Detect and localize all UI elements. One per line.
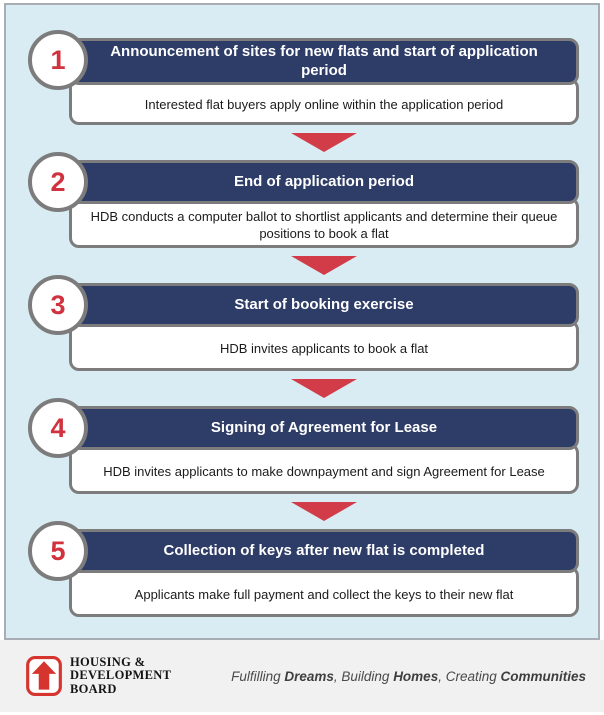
hdb-arrow-icon <box>26 656 62 696</box>
step-description-box: HDB invites applicants to book a flat <box>69 320 579 371</box>
tagline-bold-dreams: Dreams <box>284 668 334 684</box>
down-arrow-icon <box>291 502 357 521</box>
hdb-logo-text: HOUSING & DEVELOPMENT BOARD <box>70 654 172 697</box>
footer-tagline: Fulfilling Dreams, Building Homes, Creat… <box>231 669 586 684</box>
step-number: 1 <box>50 44 66 75</box>
tagline-bold-homes: Homes <box>393 668 439 684</box>
footer: HOUSING & DEVELOPMENT BOARD Fulfilling D… <box>0 640 604 712</box>
step-title: Signing of Agreement for Lease <box>210 418 438 436</box>
step-number: 4 <box>50 412 66 443</box>
down-arrow-icon <box>291 379 357 398</box>
step-title-bar: Start of booking exercise <box>69 283 579 327</box>
step-description: Interested flat buyers apply online with… <box>144 96 504 112</box>
step-number: 3 <box>50 289 66 320</box>
step-title-bar: Announcement of sites for new flats and … <box>69 38 579 85</box>
step-number-badge: 3 <box>28 275 88 335</box>
step-title-bar: Signing of Agreement for Lease <box>69 406 579 450</box>
step-description: HDB invites applicants to make downpayme… <box>103 463 545 479</box>
step-description: HDB invites applicants to book a flat <box>219 340 429 356</box>
logo-line-2: DEVELOPMENT <box>70 668 172 683</box>
step-number-badge: 4 <box>28 398 88 458</box>
tagline-text: , Creating <box>438 668 501 684</box>
connector <box>69 248 579 283</box>
step-description-box: HDB invites applicants to make downpayme… <box>69 443 579 494</box>
step-description-box: Interested flat buyers apply online with… <box>69 78 579 125</box>
step-description-box: Applicants make full payment and collect… <box>69 566 579 617</box>
down-arrow-icon <box>291 256 357 275</box>
step-number-badge: 2 <box>28 152 88 212</box>
step-title: End of application period <box>234 172 414 190</box>
step-number-badge: 1 <box>28 30 88 90</box>
process-step-2: End of application period HDB conducts a… <box>28 152 579 248</box>
step-title-bar: End of application period <box>69 160 579 204</box>
connector <box>69 494 579 529</box>
process-diagram-panel: Announcement of sites for new flats and … <box>4 3 600 640</box>
process-step-4: Signing of Agreement for Lease HDB invit… <box>28 398 579 494</box>
step-description: HDB conducts a computer ballot to shortl… <box>90 209 558 241</box>
step-title-bar: Collection of keys after new flat is com… <box>69 529 579 573</box>
tagline-text: , Building <box>333 668 394 684</box>
hdb-logo: HOUSING & DEVELOPMENT BOARD <box>26 654 172 697</box>
logo-line-1: HOUSING & <box>70 654 146 669</box>
step-number-badge: 5 <box>28 521 88 581</box>
connector <box>69 125 579 160</box>
process-step-1: Announcement of sites for new flats and … <box>28 30 579 125</box>
step-number: 2 <box>50 166 66 197</box>
down-arrow-icon <box>291 133 357 152</box>
tagline-text: Fulfilling <box>231 668 285 684</box>
step-number: 5 <box>50 535 66 566</box>
process-step-3: Start of booking exercise HDB invites ap… <box>28 275 579 371</box>
process-step-5: Collection of keys after new flat is com… <box>28 521 579 617</box>
logo-line-3: BOARD <box>70 681 117 696</box>
tagline-bold-communities: Communities <box>500 668 586 684</box>
step-title: Start of booking exercise <box>234 295 414 313</box>
step-title: Collection of keys after new flat is com… <box>163 541 485 559</box>
step-title: Announcement of sites for new flats and … <box>110 42 538 79</box>
step-description: Applicants make full payment and collect… <box>134 586 514 602</box>
connector <box>69 371 579 406</box>
step-description-box: HDB conducts a computer ballot to shortl… <box>69 197 579 248</box>
